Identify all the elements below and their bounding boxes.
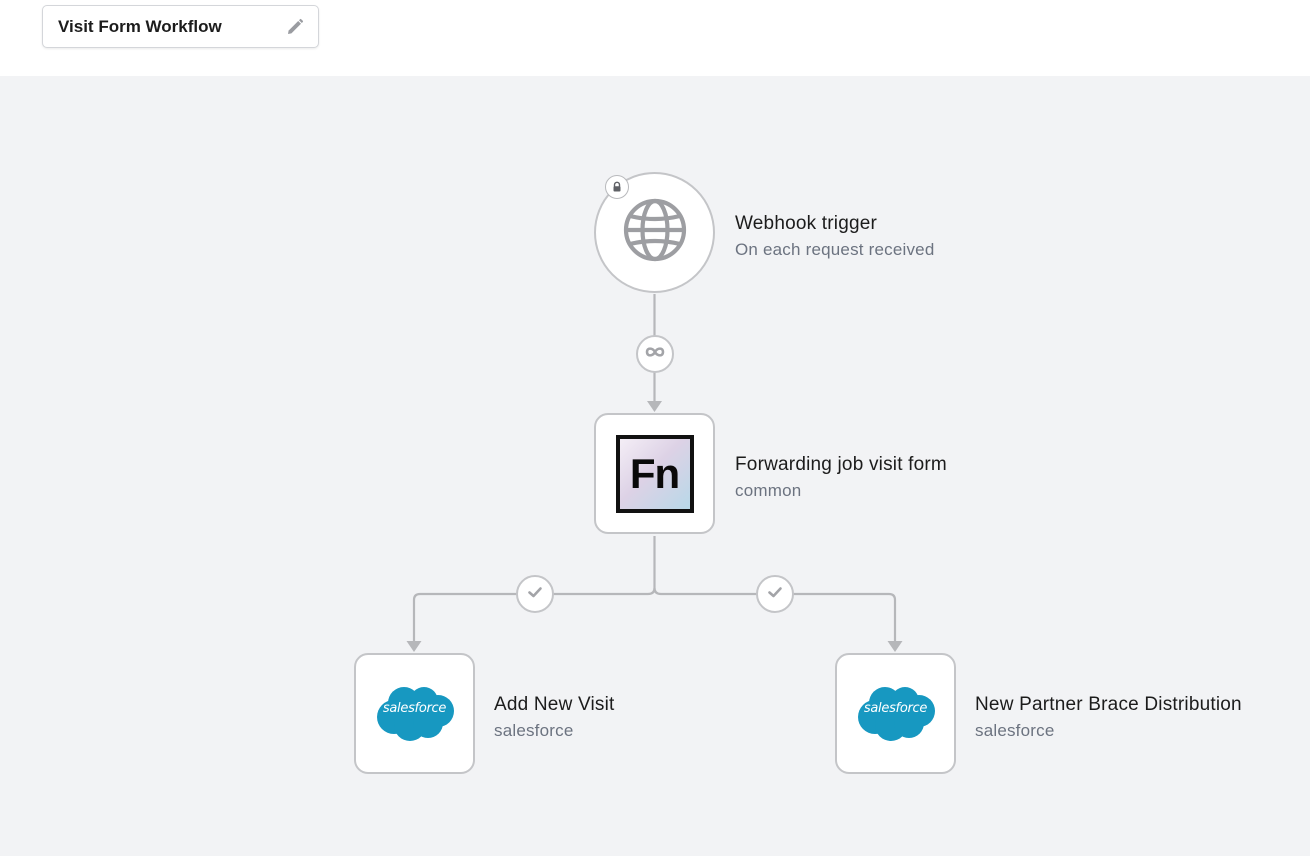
node-title: Forwarding job visit form — [735, 454, 947, 475]
add-new-visit-label: Add New Visit salesforce — [494, 693, 615, 742]
salesforce-logo: salesforce — [374, 685, 456, 743]
success-badge-right[interactable] — [756, 575, 794, 613]
node-title: New Partner Brace Distribution — [975, 694, 1242, 715]
salesforce-logo-text: salesforce — [382, 700, 447, 716]
salesforce-logo: salesforce — [855, 685, 937, 743]
salesforce-logo-text: salesforce — [863, 700, 928, 716]
function-logo: Fn — [615, 434, 694, 513]
node-subtitle: On each request received — [735, 240, 935, 259]
node-subtitle: salesforce — [494, 721, 574, 740]
add-new-visit-node[interactable]: salesforce — [354, 653, 475, 774]
globe-icon — [622, 197, 688, 268]
lock-icon — [605, 175, 629, 199]
node-title: Webhook trigger — [735, 213, 878, 234]
node-subtitle: common — [735, 481, 802, 500]
workflow-title[interactable]: Visit Form Workflow — [58, 16, 222, 36]
node-subtitle: salesforce — [975, 721, 1055, 740]
new-partner-brace-distribution-label: New Partner Brace Distribution salesforc… — [975, 693, 1242, 742]
function-node[interactable]: Fn — [594, 413, 715, 534]
infinity-icon — [644, 345, 666, 364]
check-icon — [767, 584, 783, 605]
loop-badge[interactable] — [636, 335, 674, 373]
new-partner-brace-distribution-node[interactable]: salesforce — [835, 653, 956, 774]
node-title: Add New Visit — [494, 694, 615, 715]
workflow-header: Visit Form Workflow — [0, 0, 1310, 76]
workflow-title-box[interactable]: Visit Form Workflow — [42, 5, 319, 48]
success-badge-left[interactable] — [516, 575, 554, 613]
function-label: Forwarding job visit form common — [735, 453, 947, 502]
webhook-trigger-node[interactable] — [594, 172, 715, 293]
pencil-icon[interactable] — [284, 16, 306, 38]
check-icon — [527, 584, 543, 605]
webhook-trigger-label: Webhook trigger On each request received — [735, 212, 934, 261]
function-logo-text: Fn — [629, 449, 680, 497]
